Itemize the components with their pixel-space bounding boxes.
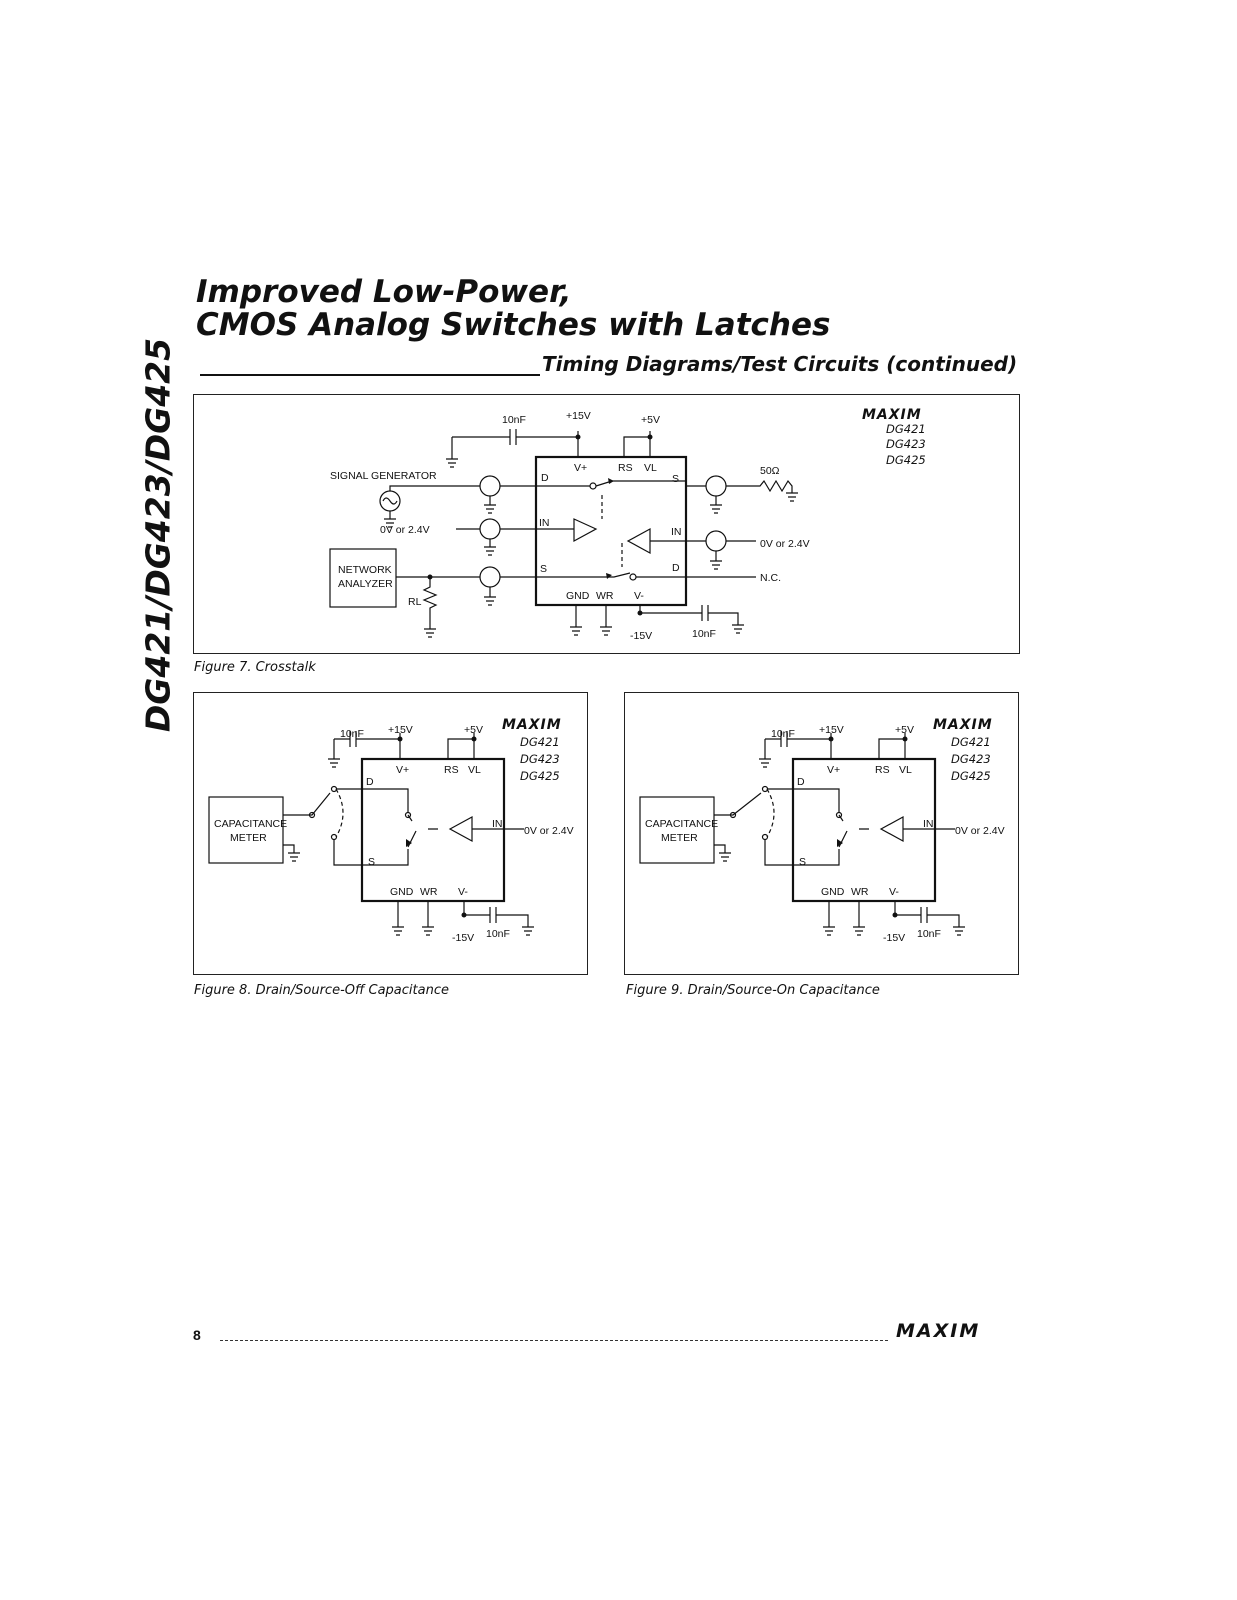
fig8-vl-label: VL bbox=[468, 764, 481, 776]
fig8-vplus-label: V+ bbox=[396, 764, 409, 776]
fig7-part-dg425: DG425 bbox=[886, 453, 926, 467]
fig9-ic-body bbox=[791, 757, 937, 903]
fig7-zero-or-24-right-label: 0V or 2.4V bbox=[760, 538, 810, 550]
figure-9-on-capacitance: 10nF +15V +5V V+ RS VL D S IN 0V or 2.4V… bbox=[624, 692, 1019, 975]
section-rule bbox=[200, 374, 540, 376]
fig8-cap-top-label: 10nF bbox=[340, 728, 364, 740]
fig9-d-label: D bbox=[797, 776, 805, 788]
fig8-vminus-label: V- bbox=[458, 886, 468, 898]
fig8-v-neg15-label: -15V bbox=[452, 932, 474, 944]
footer-rule bbox=[220, 1340, 888, 1341]
fig9-s-label: S bbox=[799, 856, 806, 868]
fig9-gnd-label: GND bbox=[821, 886, 845, 898]
fig8-wr-label: WR bbox=[420, 886, 438, 898]
title-line-2: CMOS Analog Switches with Latches bbox=[196, 307, 831, 343]
fig9-wr-label: WR bbox=[851, 886, 869, 898]
fig8-gnd-label: GND bbox=[390, 886, 414, 898]
footer-maxim-logo: MAXIM bbox=[896, 1320, 981, 1342]
ic-body bbox=[534, 455, 688, 607]
fig7-vplus-label: V+ bbox=[574, 462, 587, 474]
side-part-title: DG421/DG423/DG425 bbox=[138, 337, 178, 733]
fig7-gnd-label: GND bbox=[566, 590, 590, 602]
fig7-wr-label: WR bbox=[596, 590, 614, 602]
fig7-s-right-label: S bbox=[672, 473, 679, 485]
fig8-cap-bottom-label: 10nF bbox=[486, 928, 510, 940]
figure-9-caption: Figure 9. Drain/Source-On Capacitance bbox=[626, 983, 880, 998]
fig8-in-label: IN bbox=[492, 818, 503, 830]
fig9-in-label: IN bbox=[923, 818, 934, 830]
figure-9-schematic: 10nF +15V +5V V+ RS VL D S IN 0V or 2.4V… bbox=[639, 717, 1005, 944]
fig7-part-dg423: DG423 bbox=[886, 437, 926, 451]
network-analyzer-label-2: ANALYZER bbox=[338, 578, 393, 590]
fig9-meter-label-1: CAPACITANCE bbox=[645, 818, 718, 830]
fig9-maxim-logo: MAXIM bbox=[933, 717, 993, 733]
section-title: Timing Diagrams/Test Circuits (continued… bbox=[542, 352, 1018, 376]
fig7-signal-generator-label: SIGNAL GENERATOR bbox=[330, 470, 437, 482]
figure-7-crosstalk: 10nF +15V +5V V+ RS VL SIGNAL GENERATOR … bbox=[193, 394, 1020, 654]
figure-8-off-capacitance: 10nF +15V +5V V+ RS VL D S IN 0V or 2.4V… bbox=[193, 692, 588, 975]
figure-7-caption: Figure 7. Crosstalk bbox=[194, 660, 316, 675]
figure-7-schematic: 10nF +15V +5V V+ RS VL SIGNAL GENERATOR … bbox=[329, 407, 926, 642]
fig8-meter-label-2: METER bbox=[230, 832, 267, 844]
fig8-d-label: D bbox=[366, 776, 374, 788]
fig7-v-neg15-label: -15V bbox=[630, 630, 652, 642]
fig8-v15-label: +15V bbox=[388, 724, 413, 736]
fig9-v15-label: +15V bbox=[819, 724, 844, 736]
fig7-in-left-label: IN bbox=[539, 517, 550, 529]
fig7-v15-label: +15V bbox=[566, 410, 591, 422]
fig7-zero-or-24-left-label: 0V or 2.4V bbox=[380, 524, 430, 536]
fig7-s-left-label: S bbox=[540, 563, 547, 575]
fig8-ic-body bbox=[360, 757, 506, 903]
fig7-vminus-label: V- bbox=[634, 590, 644, 602]
fig9-rs-label: RS bbox=[875, 764, 890, 776]
fig7-nc-label: N.C. bbox=[760, 572, 781, 584]
title-line-1: Improved Low-Power, bbox=[196, 274, 572, 310]
fig7-cap-top-label: 10nF bbox=[502, 414, 526, 426]
figure-8-schematic: 10nF +15V +5V V+ RS VL D S IN 0V or 2.4V… bbox=[208, 717, 574, 944]
fig7-d-right-label: D bbox=[672, 562, 680, 574]
fig8-s-label: S bbox=[368, 856, 375, 868]
fig8-part-dg423: DG423 bbox=[520, 752, 560, 766]
fig8-meter-label-1: CAPACITANCE bbox=[214, 818, 287, 830]
fig8-part-dg425: DG425 bbox=[520, 769, 560, 783]
fig8-capacitance-meter-box bbox=[208, 796, 284, 864]
fig7-cap-bottom-label: 10nF bbox=[692, 628, 716, 640]
fig7-vl-label: VL bbox=[644, 462, 657, 474]
fig9-v5-label: +5V bbox=[895, 724, 914, 736]
network-analyzer-box bbox=[329, 548, 397, 608]
figure-8-caption: Figure 8. Drain/Source-Off Capacitance bbox=[194, 983, 449, 998]
fig9-vplus-label: V+ bbox=[827, 764, 840, 776]
fig9-cap-bottom-label: 10nF bbox=[917, 928, 941, 940]
fig7-v5-label: +5V bbox=[641, 414, 660, 426]
fig9-part-dg421: DG421 bbox=[951, 735, 991, 749]
fig9-zero-or-24-label: 0V or 2.4V bbox=[955, 825, 1005, 837]
fig8-part-dg421: DG421 bbox=[520, 735, 560, 749]
fig9-capacitance-meter-box bbox=[639, 796, 715, 864]
fig8-v5-label: +5V bbox=[464, 724, 483, 736]
fig8-maxim-logo: MAXIM bbox=[502, 717, 562, 733]
fig7-rs-label: RS bbox=[618, 462, 633, 474]
fig7-maxim-logo: MAXIM bbox=[862, 407, 922, 423]
page-title: Improved Low-Power, CMOS Analog Switches… bbox=[196, 276, 830, 342]
fig8-zero-or-24-label: 0V or 2.4V bbox=[524, 825, 574, 837]
network-analyzer-label-1: NETWORK bbox=[338, 564, 392, 576]
fig7-in-right-label: IN bbox=[671, 526, 682, 538]
fig9-vl-label: VL bbox=[899, 764, 912, 776]
fig9-part-dg425: DG425 bbox=[951, 769, 991, 783]
page-number: 8 bbox=[193, 1327, 201, 1343]
fig9-cap-top-label: 10nF bbox=[771, 728, 795, 740]
fig7-part-dg421: DG421 bbox=[886, 422, 926, 436]
fig7-r50-label: 50Ω bbox=[760, 465, 780, 477]
fig7-d-left-label: D bbox=[541, 472, 549, 484]
fig8-rs-label: RS bbox=[444, 764, 459, 776]
fig9-v-neg15-label: -15V bbox=[883, 932, 905, 944]
fig9-vminus-label: V- bbox=[889, 886, 899, 898]
fig7-rl-label: RL bbox=[408, 596, 422, 608]
fig9-meter-label-2: METER bbox=[661, 832, 698, 844]
fig9-part-dg423: DG423 bbox=[951, 752, 991, 766]
